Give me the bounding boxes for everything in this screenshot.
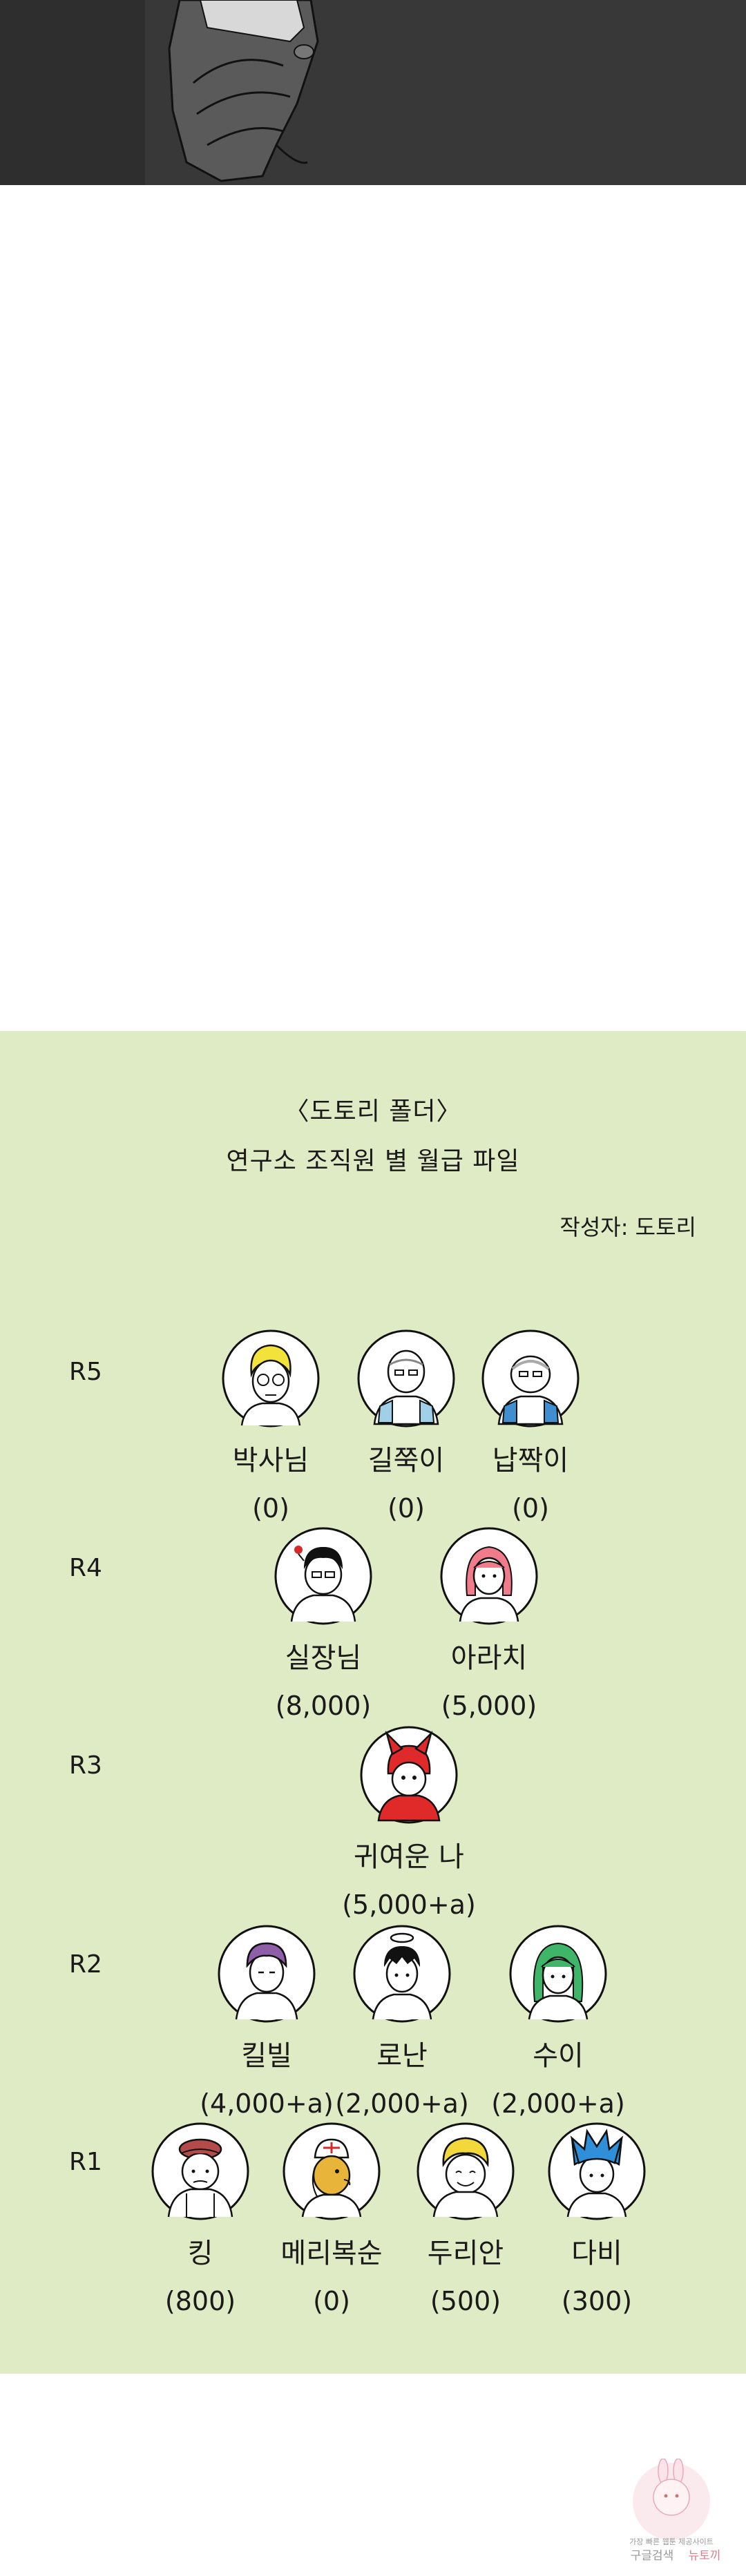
avatar-king [151, 2122, 249, 2220]
member-card: 수이 (2,000+a) [468, 1924, 648, 2119]
member-name: 귀여운 나 [354, 1841, 464, 1873]
member-name: 킬빌 [241, 2040, 292, 2072]
member-card: 귀여운 나 (5,000+a) [319, 1725, 499, 1920]
member-salary: (8,000) [275, 1691, 372, 1721]
avatar-kill-bill [218, 1925, 316, 2023]
avatar-durian [417, 2122, 515, 2220]
member-card: 길쭉이 (0) [316, 1329, 496, 1524]
watermark-line1: 가장 빠른 웹툰 제공사이트 [629, 2537, 714, 2546]
avatar-flat-one [481, 1329, 580, 1428]
watermark-line2: 구글검색 [631, 2549, 674, 2563]
avatar-cute-me [360, 1726, 458, 1824]
member-card: 다비 (300) [507, 2122, 687, 2316]
member-card: 메리복순 (0) [242, 2122, 421, 2316]
member-salary: (5,000) [441, 1691, 537, 1721]
author-line: 작성자: 도토리 [560, 1214, 696, 1240]
member-salary: (0) [512, 1493, 549, 1524]
member-name: 킹 [187, 2238, 213, 2269]
member-name: 다비 [571, 2238, 622, 2269]
rank-label-r2: R2 [69, 1950, 102, 1979]
member-card: 실장님 (8,000) [233, 1526, 413, 1721]
member-name: 길쭉이 [367, 1445, 445, 1477]
avatar-ronan [353, 1925, 451, 2023]
member-card: 아라치 (5,000) [399, 1526, 579, 1721]
folder-title: 〈도토리 폴더〉 [284, 1097, 462, 1126]
member-name: 로난 [376, 2040, 428, 2072]
watermark-line3: 뉴토끼 [689, 2549, 721, 2563]
member-card: 킬빌 (4,000+a) [177, 1924, 356, 2119]
avatar-sui [509, 1925, 607, 2023]
member-name: 실장님 [285, 1642, 362, 1674]
member-card: 두리안 (500) [376, 2122, 555, 2316]
avatar-chief [274, 1527, 372, 1625]
avatar-dabi [548, 2122, 646, 2220]
avatar-mary-boksun [283, 2122, 381, 2220]
avatar-doctor [222, 1329, 320, 1428]
member-card: 박사님 (0) [181, 1329, 361, 1524]
member-name: 박사님 [232, 1445, 309, 1477]
member-salary: (0) [313, 2286, 350, 2316]
avatar-tall-one [357, 1329, 455, 1428]
comic-panel-top [0, 0, 746, 185]
avatar-arachi [440, 1527, 538, 1625]
member-salary: (500) [430, 2286, 501, 2316]
member-name: 수이 [533, 2040, 584, 2072]
member-card: 킹 (800) [111, 2122, 290, 2316]
hand-illustration [0, 0, 746, 185]
rank-label-r5: R5 [69, 1358, 102, 1386]
member-name: 메리복순 [280, 2238, 383, 2269]
member-salary: (5,000+a) [342, 1890, 476, 1920]
member-salary: (2,000+a) [335, 2088, 469, 2119]
member-salary: (0) [388, 1493, 425, 1524]
member-card: 로난 (2,000+a) [312, 1924, 492, 2119]
member-salary: (0) [252, 1493, 289, 1524]
member-salary: (300) [561, 2286, 633, 2316]
member-salary: (4,000+a) [200, 2088, 334, 2119]
rank-label-r1: R1 [69, 2148, 102, 2176]
member-name: 아라치 [450, 1642, 528, 1674]
file-title: 연구소 조직원 별 월급 파일 [226, 1147, 520, 1175]
rank-label-r3: R3 [69, 1751, 102, 1780]
member-name: 납짝이 [492, 1445, 569, 1477]
member-card: 납짝이 (0) [441, 1329, 620, 1524]
member-salary: (800) [164, 2286, 236, 2316]
watermark-logo: 가장 빠른 웹툰 제공사이트 구글검색 뉴토끼 [629, 2459, 721, 2563]
member-salary: (2,000+a) [491, 2088, 625, 2119]
member-name: 두리안 [427, 2238, 504, 2269]
rank-label-r4: R4 [69, 1554, 102, 1582]
